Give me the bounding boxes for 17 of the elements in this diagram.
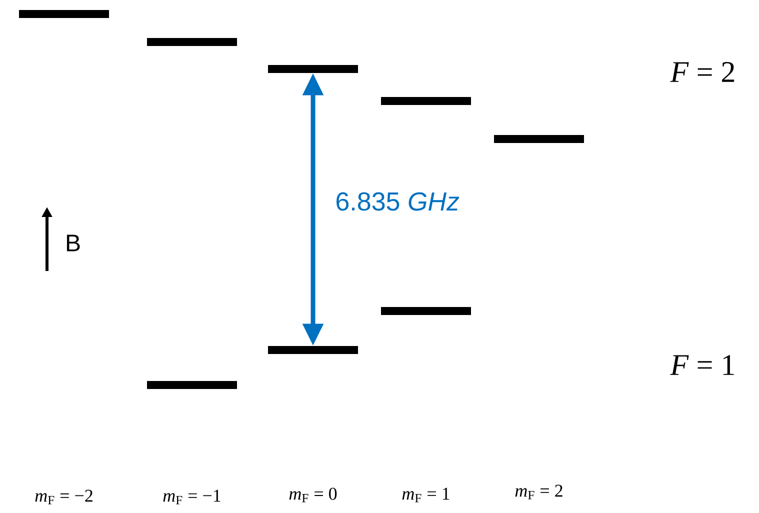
energy-level bbox=[268, 64, 358, 73]
energy-level bbox=[494, 135, 584, 143]
field-label: B bbox=[66, 234, 80, 252]
energy-level bbox=[147, 38, 237, 46]
edge-label: 6.835 GHz bbox=[333, 190, 462, 213]
level-label: F = 1 bbox=[670, 355, 734, 375]
energy-level bbox=[268, 346, 358, 354]
level-label: F = 2 bbox=[670, 62, 734, 82]
energy-level bbox=[381, 306, 471, 315]
sublevel-label: m$_{F}$ = −1 bbox=[163, 490, 220, 504]
energy-level bbox=[381, 97, 471, 105]
energy-level bbox=[19, 10, 109, 18]
sublevel-label: m$_{F}$ = −2 bbox=[35, 490, 92, 504]
sublevel-label: m$_{F}$ = 1 bbox=[402, 488, 450, 502]
sublevel-label: m$_{F}$ = 2 bbox=[515, 484, 562, 500]
sublevel-label: m$_{F}$ = 0 bbox=[289, 488, 337, 502]
energy-level bbox=[147, 380, 237, 389]
